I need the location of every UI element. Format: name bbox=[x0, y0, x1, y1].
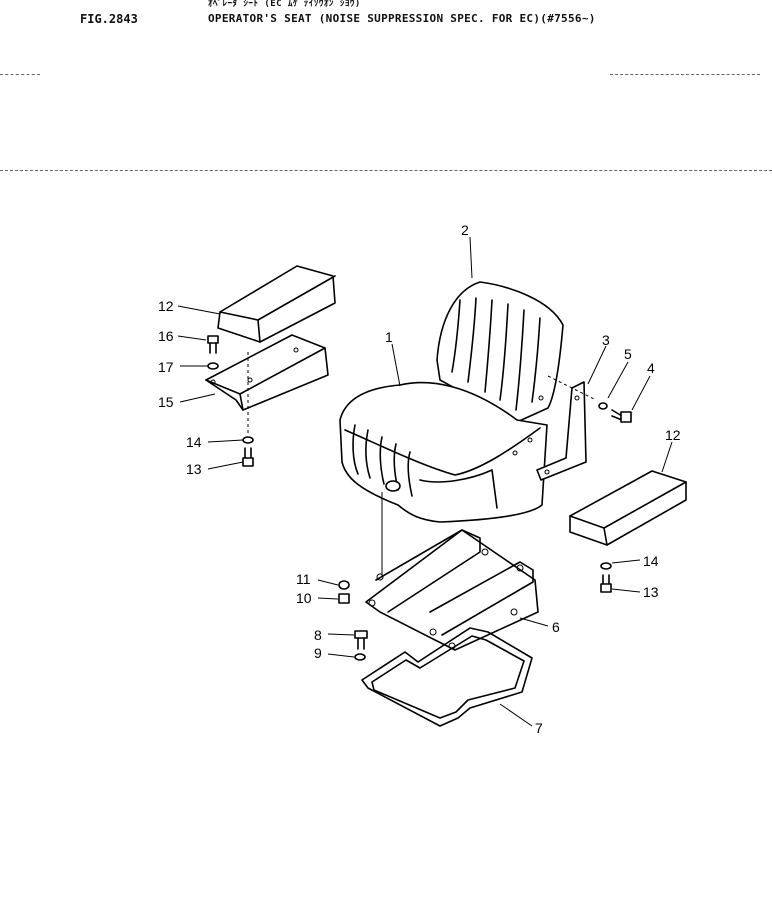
callout-14-left: 14 bbox=[186, 434, 202, 450]
callout-9: 9 bbox=[314, 645, 322, 661]
scan-mark-line bbox=[0, 74, 40, 75]
washer-9 bbox=[354, 653, 366, 661]
washer-5 bbox=[598, 402, 608, 410]
callout-16: 16 bbox=[158, 328, 174, 344]
armrest-pad-right bbox=[569, 470, 687, 546]
bolt-4 bbox=[611, 409, 632, 423]
callout-7: 7 bbox=[535, 720, 543, 736]
callout-1: 1 bbox=[385, 329, 393, 345]
washer-14-left bbox=[242, 436, 254, 444]
seat-cushion bbox=[339, 381, 548, 523]
callout-10: 10 bbox=[296, 590, 312, 606]
scan-mark-line bbox=[610, 74, 760, 75]
side-bracket bbox=[536, 381, 587, 481]
callout-13-right: 13 bbox=[643, 584, 659, 600]
seat-mount-plate bbox=[365, 492, 539, 651]
drawing-title: OPERATOR'S SEAT (NOISE SUPPRESSION SPEC.… bbox=[208, 12, 596, 25]
callout-11: 11 bbox=[296, 571, 311, 587]
callout-14-right: 14 bbox=[643, 553, 659, 569]
callout-5: 5 bbox=[624, 346, 632, 362]
divider-line bbox=[0, 170, 772, 171]
bolt-16 bbox=[207, 335, 219, 354]
japanese-title: ｵﾍﾟﾚｰﾀ ｼｰﾄ (EC ﾑｹ ﾃｲｿｳｵﾝ ｼﾖｳ) bbox=[208, 0, 361, 9]
bolt-13-right bbox=[600, 574, 612, 593]
leader-lines bbox=[177, 236, 673, 727]
callout-17: 17 bbox=[158, 359, 174, 375]
seat-backrest bbox=[436, 281, 564, 423]
figure-number: FIG.2843 bbox=[80, 12, 138, 26]
callout-15: 15 bbox=[158, 394, 174, 410]
nut-10 bbox=[338, 593, 350, 604]
callout-2: 2 bbox=[461, 222, 469, 238]
armrest-bracket-left bbox=[205, 334, 329, 411]
callout-8: 8 bbox=[314, 627, 322, 643]
washer-17 bbox=[207, 362, 219, 370]
floor-gasket bbox=[361, 627, 533, 727]
armrest-pad-left bbox=[217, 265, 336, 343]
bolt-8 bbox=[354, 630, 368, 650]
callout-12-right: 12 bbox=[665, 427, 681, 443]
callout-13-left: 13 bbox=[186, 461, 202, 477]
washer-11 bbox=[338, 580, 350, 590]
bolt-13-left bbox=[242, 447, 254, 467]
callout-3: 3 bbox=[602, 332, 610, 348]
callout-4: 4 bbox=[647, 360, 655, 376]
washer-14-right bbox=[600, 562, 612, 570]
callout-12-left: 12 bbox=[158, 298, 174, 314]
callout-6: 6 bbox=[552, 619, 560, 635]
